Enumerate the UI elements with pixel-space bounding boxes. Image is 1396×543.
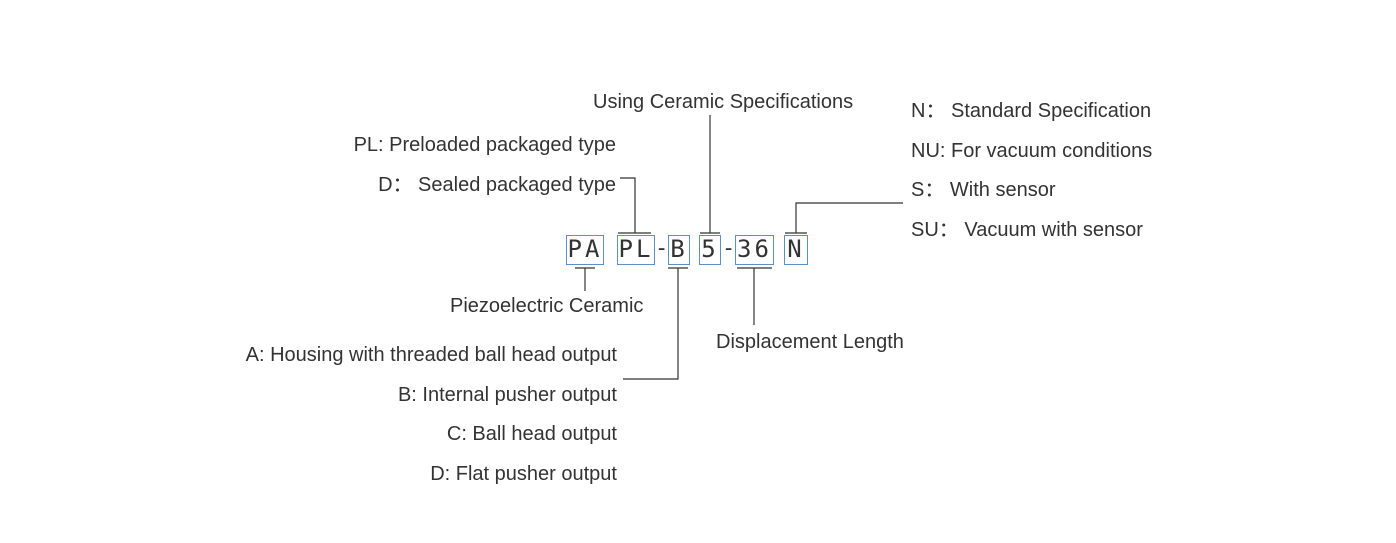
label-type-d: D： Sealed packaged type — [378, 174, 616, 196]
label-variant-s: S： With sensor — [911, 179, 1056, 201]
label-variant-su: SU： Vacuum with sensor — [911, 219, 1143, 241]
code-box-spec: 5 — [699, 235, 721, 265]
code-box-type: PL — [617, 235, 655, 265]
code-separator: - — [722, 236, 736, 261]
label-output-b: B: Internal pusher output — [397, 384, 617, 406]
label-ceramic-spec: Using Ceramic Specifications — [593, 91, 854, 113]
code-separator: - — [655, 236, 669, 261]
label-output-c: C: Ball head output — [446, 423, 617, 445]
code-box-output: B — [668, 235, 690, 265]
label-output-d: D: Flat pusher output — [430, 463, 617, 485]
code-box-prefix: PA — [566, 235, 604, 265]
label-variant-nu: NU: For vacuum conditions — [911, 140, 1153, 162]
label-output-a: A: Housing with threaded ball head outpu… — [245, 344, 617, 366]
code-box-variant: N — [784, 235, 808, 265]
label-variant-n: N： Standard Specification — [911, 100, 1152, 122]
label-piezo: Piezoelectric Ceramic — [450, 295, 644, 317]
label-length: Displacement Length — [716, 331, 904, 353]
code-box-length: 36 — [735, 235, 774, 265]
label-type-pl: PL: Preloaded packaged type — [353, 134, 616, 156]
